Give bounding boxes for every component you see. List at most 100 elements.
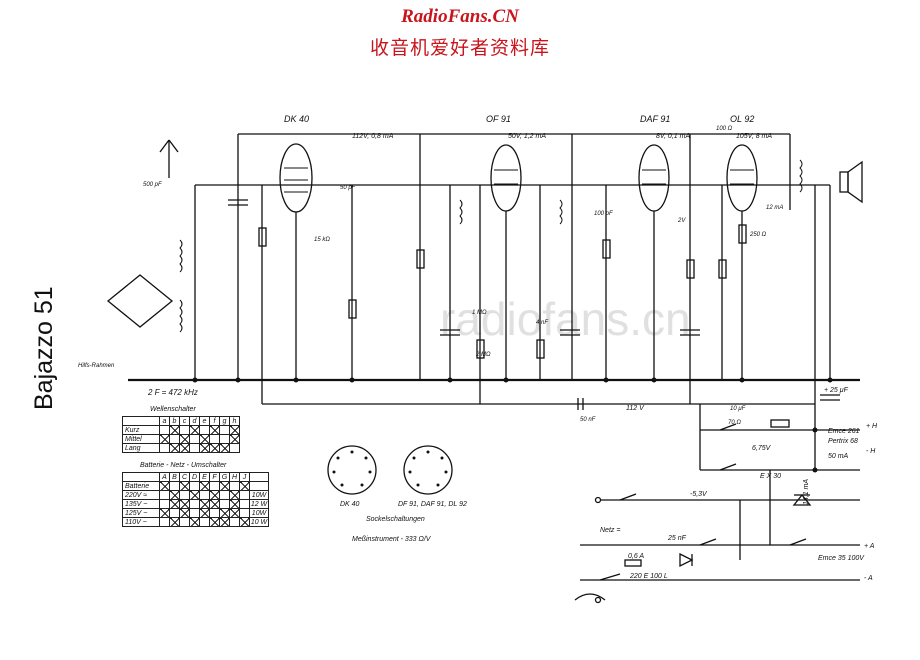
table-cell-empty <box>219 434 230 444</box>
table-cell-empty <box>239 490 250 500</box>
table-watt-value: 10W <box>249 508 269 518</box>
label-70ohm: 70 Ω <box>728 420 741 426</box>
table-cell-crossed <box>159 508 170 518</box>
tube-supply-dl92: 105V, 8 mA <box>736 133 772 140</box>
table-cell-crossed <box>189 490 200 500</box>
table-row: 135V ~12 W <box>122 499 269 509</box>
tube-df91 <box>490 144 522 212</box>
label-10uf: 10 μF <box>730 406 746 412</box>
table-cell-empty <box>199 517 210 527</box>
table-cell-empty <box>189 481 200 491</box>
power-switches <box>599 423 812 581</box>
table-cell-crossed <box>199 481 210 491</box>
table-cell-crossed <box>209 517 220 527</box>
label-neg-5-3v: -5,3V <box>690 491 708 498</box>
table-row-label: 110V ~ <box>122 517 160 527</box>
table-cell-crossed <box>229 499 240 509</box>
table-cell-empty <box>189 508 200 518</box>
label-100ohm: 100 Ω <box>716 126 733 132</box>
table-row: Lang <box>122 443 240 453</box>
antenna-symbol <box>159 139 179 178</box>
table-cell-empty <box>189 499 200 509</box>
table-row-label: 125V ~ <box>122 508 160 518</box>
table-row: Kurz <box>122 425 240 435</box>
table-cell-crossed <box>209 425 220 435</box>
table-cell-empty <box>199 490 210 500</box>
resistors <box>258 224 790 428</box>
label-minus-a: - A <box>864 575 873 582</box>
table-row: 220V ≈10W <box>122 490 269 500</box>
capacitors <box>228 199 840 410</box>
table-column-header: E <box>199 472 210 482</box>
table-cell-crossed <box>219 443 230 453</box>
label-if-freq: 2 F = 472 kHz <box>147 388 198 397</box>
table-cell-crossed <box>169 490 180 500</box>
table-cell-crossed <box>199 434 210 444</box>
tube-dl92 <box>726 144 758 212</box>
site-title: RadioFans.CN <box>401 6 519 27</box>
tube-label-daf91: DAF 91 <box>640 114 670 124</box>
tube-supply-df91: 50V, 1,2 mA <box>508 133 546 140</box>
label-4nf: 4 nF <box>536 320 548 326</box>
frame-antenna <box>106 274 174 328</box>
table-cell-crossed <box>229 434 240 444</box>
label-12ma: 12 mA <box>766 205 783 211</box>
table-cell-crossed <box>229 508 240 518</box>
table-cell-crossed <box>179 434 190 444</box>
table-cell-crossed <box>169 499 180 509</box>
label-15kohm: 15 kΩ <box>314 237 330 243</box>
table-cell-crossed <box>159 434 170 444</box>
table-cell-empty <box>219 425 230 435</box>
table-column-header: e <box>199 416 210 426</box>
label-rail-112v: 112 V <box>626 405 645 412</box>
table-cell-empty <box>219 499 230 509</box>
table-row-label: Mittel <box>122 434 160 444</box>
table-column-header: F <box>209 472 220 482</box>
table-row: Mittel <box>122 434 240 444</box>
label-rail-50nf: 50 nF <box>580 417 596 423</box>
wellen-title: Wellenschalter <box>150 406 196 413</box>
table-cell-empty <box>169 508 180 518</box>
table-watt-header <box>249 472 269 482</box>
table-cell-crossed <box>179 481 190 491</box>
table-cell-empty <box>239 499 250 509</box>
table-cell-crossed <box>219 517 230 527</box>
table-cell-crossed <box>169 425 180 435</box>
label-25uf: + 25 μF <box>824 387 849 394</box>
table-cell-crossed <box>199 443 210 453</box>
label-6-75v: 6,75V <box>752 445 772 452</box>
tube-label-dk40: DK 40 <box>284 114 309 124</box>
table-watt-value: 10W <box>249 490 269 500</box>
table-cell-crossed <box>239 481 250 491</box>
table-column-header: B <box>169 472 180 482</box>
table-cell-empty <box>179 425 190 435</box>
table-cell-crossed <box>159 481 170 491</box>
label-1mohm: 1 MΩ <box>472 310 487 316</box>
site-subtitle: 收音机爱好者资料库 <box>369 37 550 59</box>
table-column-header: A <box>159 472 170 482</box>
label-250ohm: 250 Ω <box>749 232 767 238</box>
label-frame-antenna: Hilfs-Rahmen <box>78 363 115 369</box>
socket-label-others: DF 91, DAF 91, DL 92 <box>398 501 467 508</box>
table-column-header: H <box>229 472 240 482</box>
table-cell-empty <box>169 434 180 444</box>
label-minus-h: - H <box>866 448 876 455</box>
table-corner <box>122 416 160 426</box>
label-25nf: 25 nF <box>667 535 687 542</box>
table-row-label: 135V ~ <box>122 499 160 509</box>
label-2v: 2V <box>677 218 686 224</box>
tube-supply-dk40: 112V, 0,8 mA <box>352 133 394 140</box>
table-cell-empty <box>159 490 170 500</box>
table-corner <box>122 472 160 482</box>
label-netz: Netz = <box>600 527 620 534</box>
table-column-header: h <box>229 416 240 426</box>
tube-supply-daf91: 8V, 0,1 mA <box>656 133 690 140</box>
table-cell-empty <box>159 499 170 509</box>
table-cell-empty <box>229 517 240 527</box>
table-cell-empty <box>169 481 180 491</box>
tube-dk40 <box>279 143 313 213</box>
label-50pf: 50 pF <box>340 185 356 191</box>
label-2mohm: 2 MΩ <box>475 352 491 358</box>
